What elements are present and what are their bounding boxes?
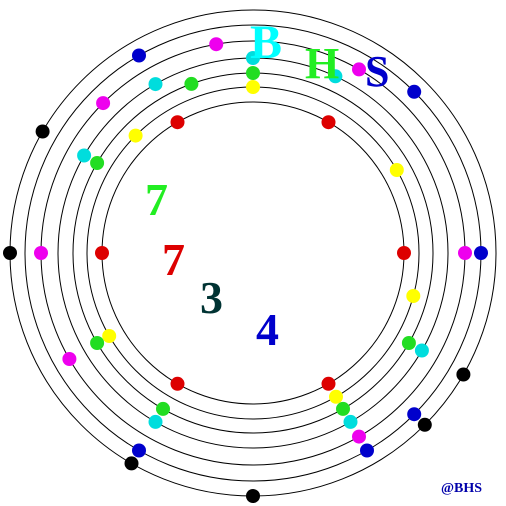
ring-3-dot (184, 76, 199, 91)
ring-5-dot (34, 246, 48, 260)
number-7-green: 7 (145, 174, 168, 225)
ring-6-dot (407, 407, 422, 422)
ring-5-dot (209, 37, 224, 52)
letter-s: S (365, 47, 389, 96)
ring-7-dot (246, 489, 260, 503)
ring-4-dot (246, 51, 260, 65)
orbit-ring-4 (57, 57, 449, 449)
ring-4-dot (148, 414, 163, 429)
ring-5-dot (458, 246, 472, 260)
letter-h: H (305, 39, 339, 88)
ring-4-dot (343, 414, 358, 429)
ring-3-dot (90, 336, 105, 350)
ring-1-dot (321, 115, 336, 130)
ring-2-dot (406, 289, 421, 303)
ring-1-dot (170, 376, 185, 391)
ring-2-dot (389, 163, 404, 177)
ring-1-dot (397, 246, 411, 260)
ring-2-dot (329, 389, 343, 404)
number-4: 4 (256, 304, 279, 355)
ring-4-dot (414, 343, 429, 358)
ring-3-dot (336, 401, 350, 416)
ring-3-dot (246, 66, 260, 80)
ring-7-dot (35, 124, 50, 139)
ring-6-dot (132, 48, 146, 63)
number-3: 3 (200, 272, 223, 323)
ring-1-dot (321, 376, 336, 391)
ring-3-dot (401, 336, 416, 350)
dots-layer (3, 37, 488, 503)
ring-7-dot (417, 417, 432, 432)
ring-7-dot (3, 246, 17, 260)
ring-2-dot (102, 329, 117, 343)
ring-5-dot (62, 352, 77, 366)
ring-6-dot (474, 246, 488, 260)
ring-2-dot (128, 128, 143, 143)
ring-5-dot (352, 62, 366, 77)
ring-5-dot (96, 96, 111, 111)
ring-4-dot (148, 77, 163, 92)
credit-text: @BHS (441, 481, 482, 496)
ring-1-dot (95, 246, 109, 260)
ring-4-dot (77, 148, 92, 163)
ring-1-dot (170, 115, 185, 130)
ring-7-dot (124, 456, 139, 471)
number-7-red: 7 (162, 234, 185, 285)
letter-b: B (250, 16, 282, 69)
ring-3-dot (90, 156, 105, 170)
ring-5-dot (352, 429, 366, 444)
orbit-ring-1 (101, 101, 405, 405)
orbit-ring-3 (72, 72, 434, 434)
ring-4-dot (328, 69, 343, 84)
ring-6-dot (132, 443, 146, 458)
ring-6-dot (407, 84, 422, 99)
ring-2-dot (246, 80, 260, 94)
ring-7-dot (456, 367, 471, 382)
ring-3-dot (156, 401, 170, 416)
ring-6-dot (360, 443, 374, 458)
